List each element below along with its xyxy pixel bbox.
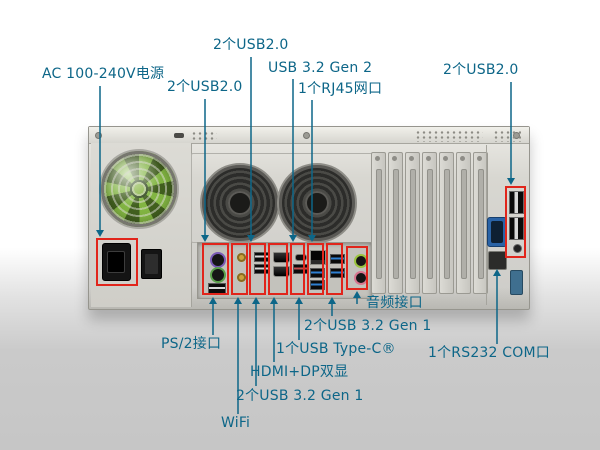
usb2-port (509, 191, 524, 214)
case-fan-left (200, 163, 280, 243)
label-usb32-gen1-a: 2个USB 3.2 Gen 1 (304, 318, 432, 334)
highlight-type-c (290, 243, 305, 295)
expansion-slot-cover (405, 152, 420, 294)
highlight-rj45 (307, 243, 324, 295)
label-rj45: 1个RJ45网口 (298, 81, 383, 97)
usb2-port (509, 217, 524, 240)
expansion-slot-cover (439, 152, 454, 294)
vent-holes (415, 130, 483, 142)
label-ac-power: AC 100-240V电源 (42, 66, 165, 82)
label-rs232: 1个RS232 COM口 (428, 345, 550, 361)
label-usb-type-c: 1个USB Type-C® (276, 341, 396, 357)
wifi-antenna-connector (237, 273, 246, 282)
case-fan-right (277, 163, 357, 243)
label-wifi: WiFi (221, 415, 251, 431)
displayport-port (273, 266, 290, 277)
misc-connector (510, 270, 523, 295)
label-usb32-gen1-b: 2个USB 3.2 Gen 1 (236, 388, 364, 404)
highlight-hdmi-dp (268, 243, 288, 295)
expansion-slot-cover (388, 152, 403, 294)
label-usb2-io-top: 2个USB2.0 (213, 37, 289, 53)
usb32-gen1-port (310, 268, 325, 278)
usb-type-c-port (295, 254, 307, 261)
screw-icon (303, 132, 310, 139)
usb32-gen1-port (330, 268, 345, 278)
antenna-hole (513, 244, 522, 253)
ac-power-inlet (102, 243, 131, 281)
screw-icon (95, 132, 102, 139)
expansion-slot-cover (422, 152, 437, 294)
vent-holes (493, 130, 521, 142)
hdmi-port (273, 252, 290, 263)
ps2-mouse-port (210, 267, 226, 283)
highlight-usb2 (249, 243, 266, 295)
label-usb32-gen2: USB 3.2 Gen 2 (268, 60, 373, 76)
highlight-right-usb (505, 186, 526, 258)
wifi-antenna-connector (237, 253, 246, 262)
label-ps2: PS/2接口 (161, 336, 222, 352)
expansion-slot-cover (456, 152, 471, 294)
psu-fan (99, 149, 179, 229)
label-audio: 音频接口 (366, 295, 423, 311)
expansion-slot-cover (371, 152, 386, 294)
usb32-gen1-port (330, 254, 345, 264)
highlight-wifi (231, 243, 248, 295)
highlight-ps2 (202, 243, 229, 295)
label-usb2-io-left: 2个USB2.0 (167, 79, 243, 95)
vga-port (487, 217, 507, 247)
expansion-slot-cover (473, 152, 488, 294)
label-hdmi-dp: HDMI+DP双显 (250, 364, 349, 380)
highlight-audio (346, 246, 368, 290)
highlight-ac-inlet (96, 238, 138, 286)
usb32-gen1-port (310, 280, 325, 290)
highlight-usb32gen1 (326, 243, 343, 295)
vent-holes (191, 131, 217, 141)
label-usb2-right: 2个USB2.0 (443, 62, 519, 78)
kensington-lock-slot (174, 133, 184, 138)
panel-divider (486, 145, 487, 305)
power-switch (141, 249, 162, 279)
